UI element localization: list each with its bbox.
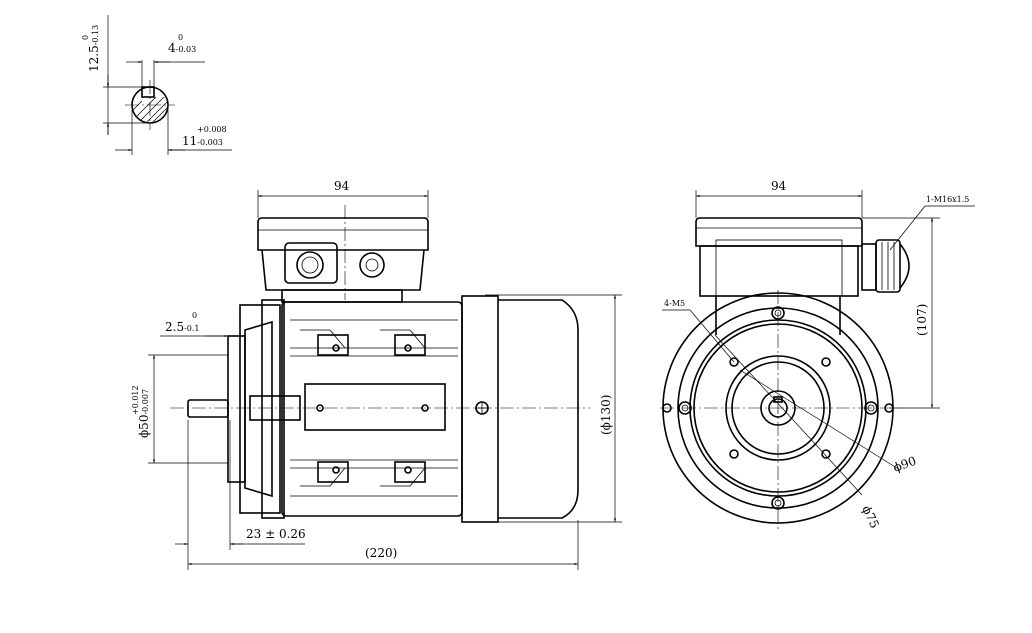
cable-gland: [861, 239, 910, 293]
flange-step-dim: 2.5-0.1: [165, 320, 200, 334]
keyway: [141, 86, 155, 98]
shaft-height-dim: (107): [915, 304, 929, 336]
motor-body: [281, 301, 463, 517]
plug: [359, 252, 385, 278]
flange: [244, 320, 273, 498]
terminal-box-width-dim: 94: [334, 179, 350, 193]
nameplate: [304, 383, 446, 431]
terminal-box-lid: [695, 217, 863, 247]
pcd-dim: ϕ90: [891, 454, 918, 475]
key-depth-dim: 12.5-0.13: [87, 25, 101, 72]
shaft-section-view: 12.5-0.13 0 4-0.03 0 11-0.003 +0.008: [81, 15, 232, 155]
mounting-holes: [729, 357, 831, 459]
mounting-holes-label: 4-M5: [664, 299, 685, 308]
shaft-diameter-upper: +0.008: [197, 125, 227, 134]
terminal-box: [699, 245, 859, 297]
shaft-diameter-dim: 11-0.003: [182, 134, 223, 148]
flange-step-upper: 0: [192, 311, 197, 320]
cable-gland: [284, 242, 338, 284]
cable-gland-label: 1-M16x1.5: [926, 195, 969, 204]
terminal-box: [261, 249, 425, 291]
flange-diameter-dim: (ϕ130): [599, 395, 613, 435]
pilot-dim: ϕ75: [859, 503, 882, 530]
terminal-box-lid: [257, 217, 429, 251]
side-view: 94 2.5-0.1 0 ϕ50-0.007 +0.012 23 ± 0.26 …: [131, 179, 622, 570]
shaft: [187, 399, 229, 418]
fan-cover-ring: [461, 295, 499, 523]
terminal-box-width-dim: 94: [771, 179, 787, 193]
front-view: 94 1-M16x1.5 4-M5 (107) ϕ90 ϕ75: [660, 179, 975, 531]
key-width-upper: 0: [178, 33, 183, 42]
cooling-fins: [290, 319, 458, 497]
fan-cover: [498, 299, 579, 519]
key-depth-upper: 0: [81, 35, 90, 40]
key-width-dim: 4-0.03: [168, 41, 196, 55]
spigot-diameter-upper: +0.012: [131, 385, 140, 415]
spigot-diameter-dim: ϕ50-0.007: [137, 389, 151, 438]
overall-length-dim: (220): [365, 546, 397, 560]
shaft-length-dim: 23 ± 0.26: [246, 527, 306, 541]
